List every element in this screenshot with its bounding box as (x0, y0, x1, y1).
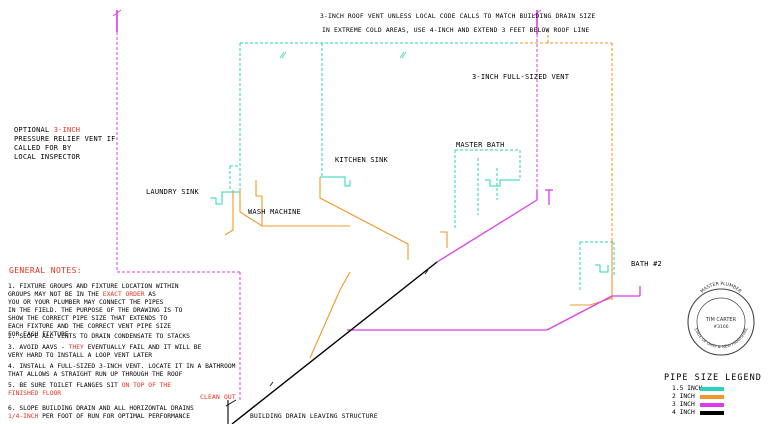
full-vent-label: 3-INCH FULL-SIZED VENT (472, 73, 570, 81)
master-bath-label: MASTER BATH (456, 141, 505, 149)
note-4: 4. INSTALL A FULL-SIZED 3-INCH VENT. LOC… (8, 363, 236, 378)
building-drain-4-inch (225, 261, 438, 424)
pipes-2-inch (224, 30, 613, 359)
note-5: 5. BE SURE TOILET FLANGES SIT ON TOP OF … (8, 382, 172, 397)
note-1: 1. FIXTURE GROUPS AND FIXTURE LOCATION W… (8, 283, 183, 338)
relief-vent-label-3: CALLED FOR BY (14, 144, 72, 152)
building-drain-label: BUILDING DRAIN LEAVING STRUCTURE (250, 413, 378, 420)
roof-vent-note: 3-INCH ROOF VENT UNLESS LOCAL CODE CALLS… (320, 13, 596, 20)
seal-number: #3166 (713, 324, 728, 330)
general-notes-title: GENERAL NOTES: (9, 266, 83, 275)
pressure-relief-vent (112, 9, 241, 400)
master-plumber-seal: MASTER PLUMBER STATE OF OHIO & NEW HAMPS… (687, 281, 755, 356)
vents-1-5-inch (229, 42, 615, 290)
main-vent-stack (532, 9, 542, 190)
legend-title: PIPE SIZE LEGEND (664, 373, 762, 383)
wash-machine-label: WASH MACHINE (248, 208, 301, 216)
pipe-size-legend: PIPE SIZE LEGEND 1.5 INCH 2 INCH 3 INCH … (664, 373, 768, 417)
note-6: 6. SLOPE BUILDING DRAIN AND ALL HORIZONT… (8, 405, 194, 420)
cold-area-note: IN EXTREME COLD AREAS, USE 4-INCH AND EX… (322, 27, 590, 34)
legend-row: 4 INCH (664, 409, 768, 417)
clean-out-label: CLEAN OUT (200, 394, 236, 401)
note-3: 3. AVOID AAVS - THEY EVENTUALLY FAIL AND… (8, 344, 202, 359)
legend-row: 2 INCH (664, 393, 768, 401)
pipes-3-inch (347, 189, 641, 331)
relief-vent-label-1: OPTIONAL 3-INCH (14, 126, 81, 134)
bath-2-label: BATH #2 (631, 260, 662, 268)
legend-row: 3 INCH (664, 401, 768, 409)
legend-swatch (700, 403, 724, 407)
legend-swatch (700, 387, 724, 391)
legend-row: 1.5 INCH (664, 385, 768, 393)
laundry-sink-label: LAUNDRY SINK (146, 188, 199, 196)
kitchen-sink-label: KITCHEN SINK (335, 156, 388, 164)
note-2: 2. SLOPE ALL VENTS TO DRAIN CONDENSATE T… (8, 333, 190, 340)
seal-name: TIM CARTER (705, 317, 737, 323)
legend-swatch (700, 411, 724, 415)
relief-vent-label-2: PRESSURE RELIEF VENT IF (14, 135, 116, 143)
legend-swatch (700, 395, 724, 399)
traps-1-5-inch (210, 51, 609, 273)
relief-vent-label-4: LOCAL INSPECTOR (14, 153, 81, 161)
